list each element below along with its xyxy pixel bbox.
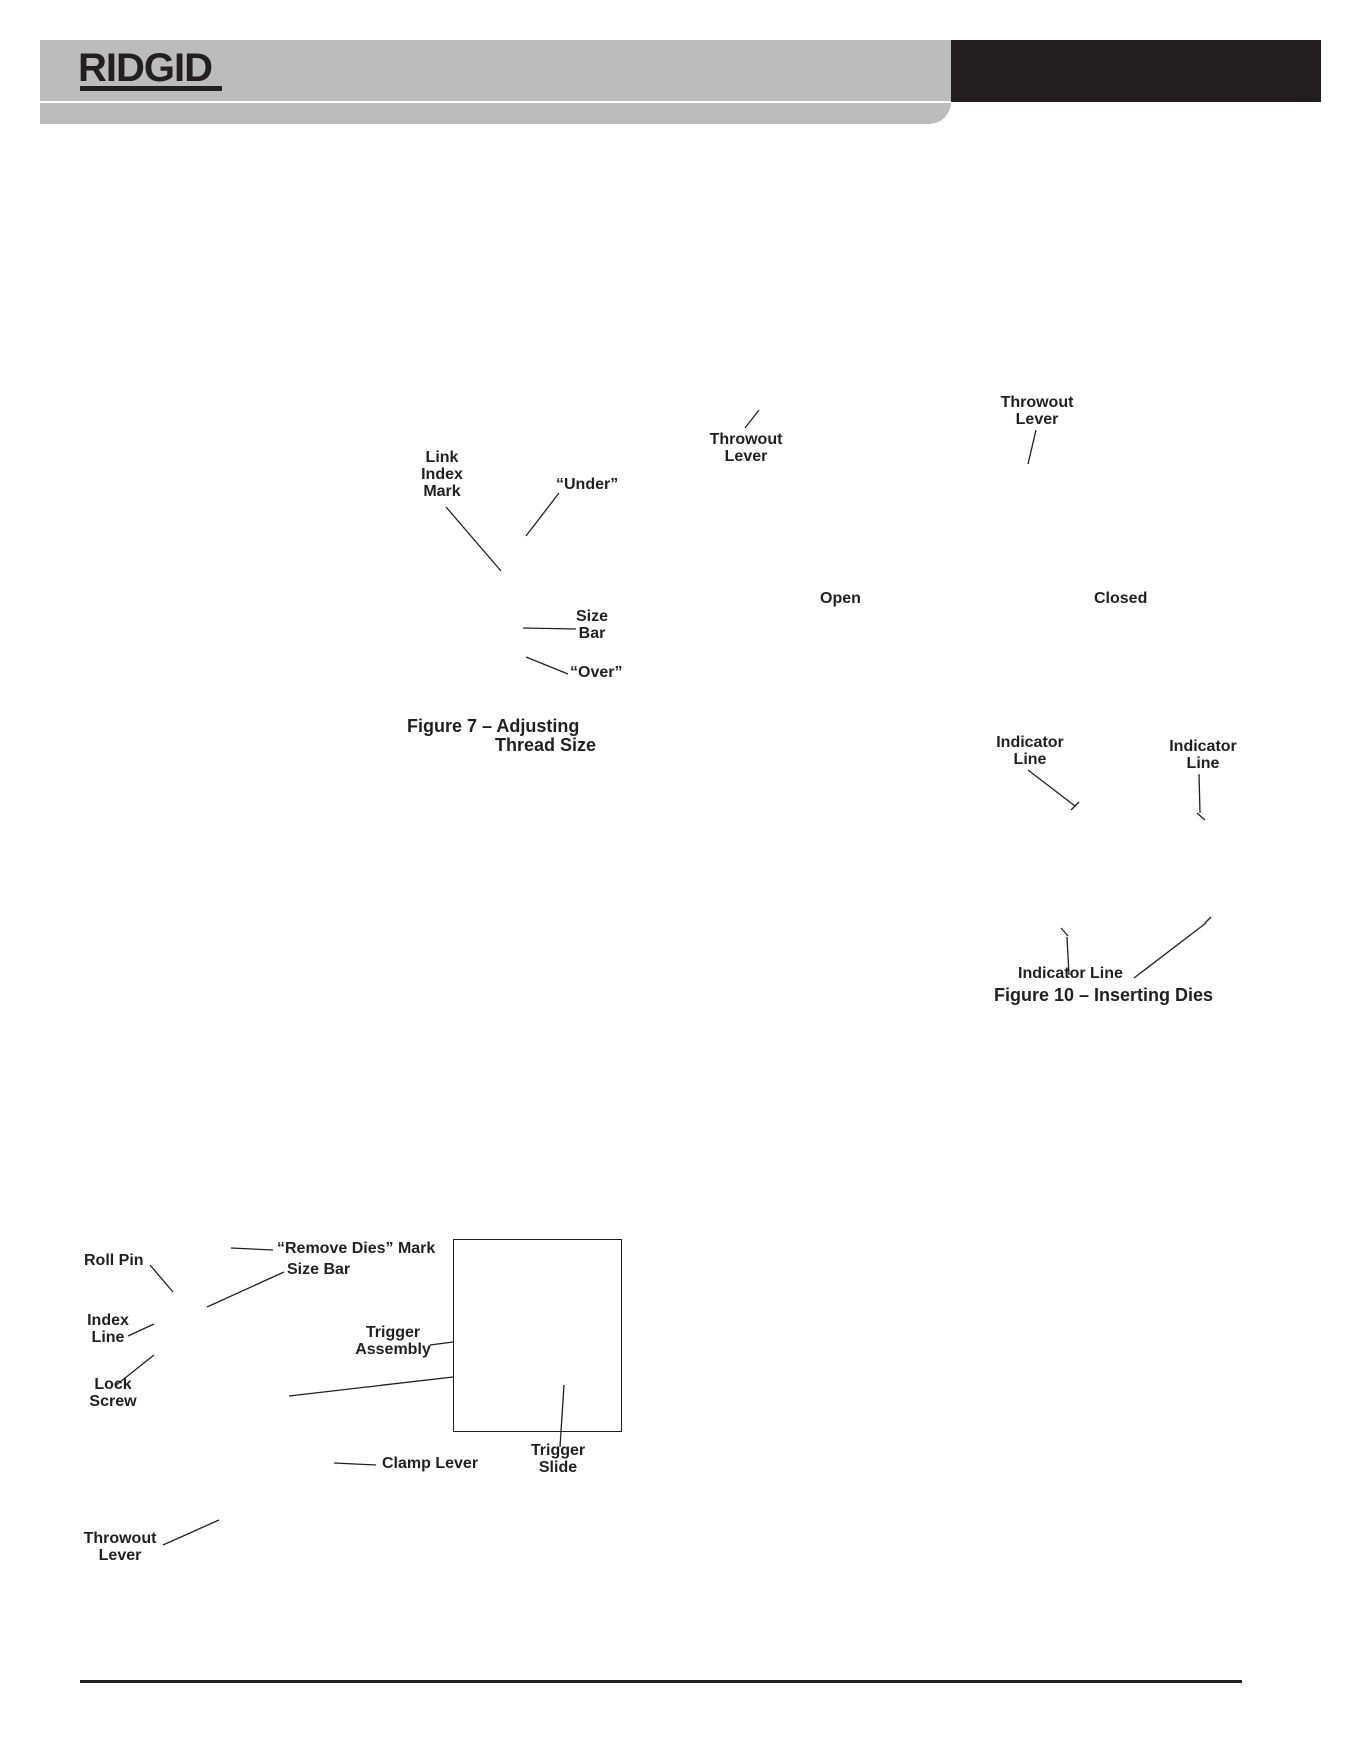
header-divider [40,101,951,103]
label-throwout-lever-closed: Throwout Lever [1000,394,1074,428]
label-throwout-lever-open: Throwout Lever [709,431,783,465]
leader-indicator-bottom-b-tick [1204,916,1212,924]
leader-size-bar-2 [206,1271,285,1308]
label-trigger-assembly: Trigger Assembly [355,1324,431,1358]
label-indicator-line-right: Indicator Line [1169,738,1237,772]
label-size-bar: Size Bar [575,608,608,642]
leader-indicator-bottom-a [1066,936,1070,976]
leader-size-bar [522,627,577,630]
logo-underline [80,86,222,91]
label-clamp-lever: Clamp Lever [382,1455,479,1472]
leader-throwout-open [744,409,760,429]
figure7-caption-line1: Figure 7 – Adjusting [407,716,580,736]
label-closed: Closed [1094,590,1148,607]
leader-indicator-left-tick [1070,801,1080,811]
leader-trigger-slide [559,1384,565,1448]
label-roll-pin: Roll Pin [84,1252,144,1269]
label-index-line: Index Line [87,1312,129,1346]
ridgid-logo: RIDGID [78,46,213,90]
label-indicator-line-bottom: Indicator Line [1018,965,1123,982]
label-indicator-line-left: Indicator Line [996,734,1064,768]
figure10-caption: Figure 10 – Inserting Dies [994,985,1214,1005]
label-size-bar-2: Size Bar [287,1261,351,1278]
label-link-index-mark: Link Index Mark [421,449,463,500]
leader-trigger-assembly-a [429,1341,454,1346]
leader-remove-dies [230,1247,274,1251]
leader-indicator-right-tick [1196,812,1206,821]
leader-link-index-mark [445,506,502,572]
label-open: Open [820,590,861,607]
leader-under [525,492,560,537]
leader-clamp-lever [333,1462,377,1466]
figure7-caption-line2: Thread Size [495,735,597,755]
leader-roll-pin [149,1264,174,1293]
footer-rule [80,1680,1242,1683]
leader-indicator-left [1027,769,1076,807]
leader-trigger-assembly-b [288,1376,454,1397]
leader-throwout-closed [1027,429,1037,465]
leader-lock-screw [114,1354,155,1387]
label-lock-screw: Lock Screw [89,1376,137,1410]
leader-indicator-bottom-b [1133,922,1207,979]
leader-indicator-right [1198,773,1201,814]
trigger-detail-box [453,1239,622,1432]
leader-throwout-lever-2 [162,1519,220,1546]
leader-index-line [127,1323,155,1337]
label-remove-dies-mark: “Remove Dies” Mark [277,1240,436,1257]
leader-over [525,656,569,675]
label-throwout-lever-2: Throwout Lever [83,1530,157,1564]
label-trigger-slide: Trigger Slide [530,1442,586,1476]
label-under: “Under” [556,476,619,493]
header-banner [40,40,951,124]
header-black-tab [951,40,1321,102]
label-over: “Over” [570,664,623,681]
leader-indicator-bottom-a-tick [1060,927,1069,937]
